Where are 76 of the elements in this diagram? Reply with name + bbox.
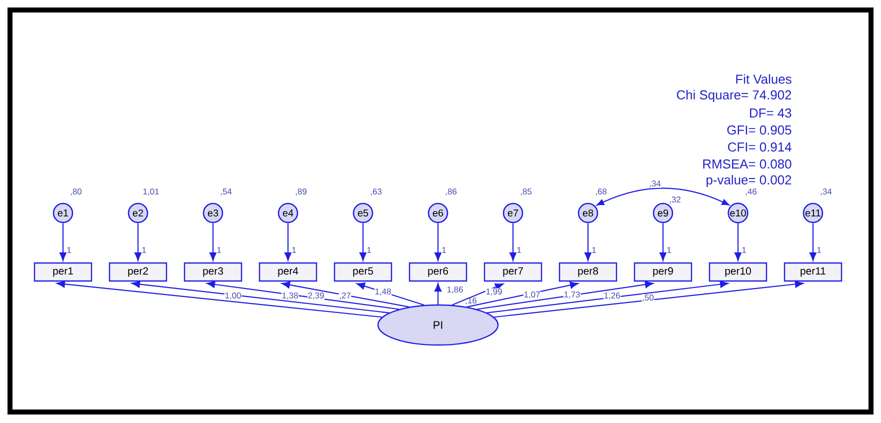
variable-box: per10	[708, 262, 768, 282]
arrow	[356, 282, 424, 306]
variance-label: ,46	[744, 188, 758, 196]
arrow	[734, 223, 742, 261]
arrow	[494, 280, 804, 318]
variable-box: per9	[634, 262, 692, 282]
edge-label: 1	[742, 247, 746, 253]
variance-label: 1,01	[142, 188, 160, 196]
edge-label: 1	[142, 247, 146, 253]
fit-statistic: CFI= 0.914	[728, 142, 792, 152]
edge-label: 1,48	[375, 288, 391, 296]
edge-label: 1	[667, 247, 671, 253]
arrow	[132, 280, 390, 314]
arrow	[434, 283, 442, 304]
variable-box: per3	[184, 262, 242, 282]
fit-statistic: DF= 43	[750, 108, 792, 118]
arrow	[466, 282, 578, 308]
arrow	[596, 188, 730, 206]
arrow	[206, 280, 400, 310]
variable-box: per8	[558, 262, 618, 282]
variable-box: per2	[108, 262, 168, 282]
variance-label: ,80	[70, 188, 82, 196]
variance-label: ,63	[370, 188, 382, 196]
variable-box: per4	[258, 262, 318, 282]
arrow	[809, 223, 817, 261]
arrow	[59, 223, 67, 261]
edge-label: 1,26	[604, 292, 620, 300]
variance-label: ,16	[464, 297, 478, 305]
arrow	[359, 223, 367, 261]
fit-statistic: Chi Square= 74.902	[676, 90, 792, 102]
arrow	[282, 281, 410, 308]
edge-label: ,27	[340, 292, 350, 300]
edge-label: 1	[817, 247, 821, 253]
edge-label: 1	[592, 247, 596, 253]
variable-box: per7	[484, 262, 542, 282]
edge-label: 1	[517, 247, 521, 253]
variance-label: ,32	[668, 196, 682, 204]
variance-label: ,54	[220, 188, 232, 196]
arrow	[476, 280, 654, 310]
edge-label: 1,73	[564, 292, 580, 298]
arrow	[434, 223, 442, 261]
fit-statistic: RMSEA= 0.080	[703, 159, 792, 169]
edge-label: ,34	[650, 180, 661, 188]
variance-label: ,85	[520, 188, 532, 196]
arrow	[452, 283, 504, 306]
edge-label: ,50	[642, 294, 654, 302]
edge-label: 2,39	[308, 292, 324, 300]
fit-statistic: Fit Values	[736, 74, 792, 84]
variable-box: per1	[34, 262, 92, 282]
arrow	[584, 223, 592, 261]
variable-box: per6	[408, 262, 468, 282]
arrow	[284, 223, 292, 261]
variance-label: ,86	[444, 188, 458, 196]
fit-statistic: p-value= 0.002	[706, 174, 792, 188]
edge-label: 1	[217, 247, 221, 253]
edge-label: 1	[442, 247, 446, 253]
edge-label: 1	[67, 247, 71, 253]
edge-label: 1,38	[282, 292, 298, 300]
variable-box: per5	[334, 262, 392, 282]
edge-label: 1	[367, 247, 371, 253]
arrow	[659, 223, 667, 261]
arrow	[509, 223, 517, 261]
variance-label: ,89	[294, 188, 308, 196]
edge-label: 1,07	[524, 292, 540, 298]
edge-label: 1,99	[486, 288, 502, 296]
arrow	[209, 223, 217, 261]
arrow	[56, 280, 382, 318]
arrow	[134, 223, 142, 261]
edge-label: 1,86	[447, 286, 463, 294]
fit-statistic: GFI= 0.905	[727, 125, 792, 135]
edge-label: 1,00	[225, 292, 241, 300]
variance-label: ,68	[594, 188, 608, 196]
variable-box: per11	[784, 262, 842, 282]
variance-label: ,34	[820, 188, 832, 196]
arrow	[486, 280, 728, 314]
edge-label: 1	[292, 247, 296, 253]
